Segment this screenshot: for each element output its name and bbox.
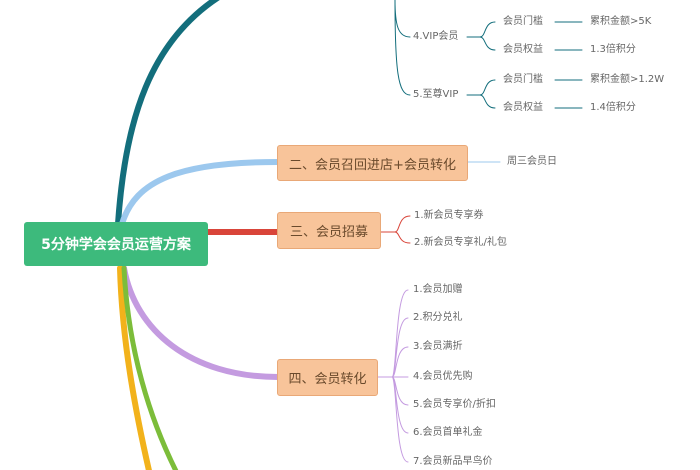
vip-level-4[interactable]: 4.VIP会员 [413, 31, 459, 42]
branch-blue [119, 159, 281, 227]
root-node[interactable]: 5分钟学会会员运营方案 [24, 222, 208, 266]
vip5-threshold-label[interactable]: 会员门槛 [503, 74, 543, 85]
branch-green [121, 265, 179, 470]
branch-orange [117, 265, 152, 470]
node4-child-3[interactable]: 3.会员满折 [413, 341, 463, 352]
node4-child-2[interactable]: 2.积分兑礼 [413, 312, 463, 323]
node4-child-4[interactable]: 4.会员优先购 [413, 371, 473, 382]
node4-child-5[interactable]: 5.会员专享价/折扣 [413, 399, 496, 410]
node4-child-1[interactable]: 1.会员加赠 [413, 284, 463, 295]
branch-teal [115, 0, 220, 227]
node4-child-7[interactable]: 7.会员新品早鸟价 [413, 456, 493, 467]
vip4-threshold-label[interactable]: 会员门槛 [503, 16, 543, 27]
vip4-benefit-label[interactable]: 会员权益 [503, 44, 543, 55]
node-member-conversion[interactable]: 四、会员转化 [277, 359, 378, 396]
vip5-benefit-value[interactable]: 1.4倍积分 [590, 102, 636, 113]
node3-child-2[interactable]: 2.新会员专享礼/礼包 [414, 237, 507, 248]
node2-child[interactable]: 周三会员日 [507, 156, 557, 167]
vip5-benefit-label[interactable]: 会员权益 [503, 102, 543, 113]
node4-child-6[interactable]: 6.会员首单礼金 [413, 427, 483, 438]
branch-purple [121, 265, 281, 380]
vip5-threshold-value[interactable]: 累积金额>1.2W [590, 74, 665, 85]
vip-level-5[interactable]: 5.至尊VIP [413, 89, 459, 100]
node-member-recruit[interactable]: 三、会员招募 [277, 212, 381, 249]
node3-child-1[interactable]: 1.新会员专享券 [414, 210, 484, 221]
vip4-benefit-value[interactable]: 1.3倍积分 [590, 44, 636, 55]
vip4-threshold-value[interactable]: 累积金额>5K [590, 16, 652, 27]
node-member-recall[interactable]: 二、会员召回进店+会员转化 [277, 145, 468, 181]
